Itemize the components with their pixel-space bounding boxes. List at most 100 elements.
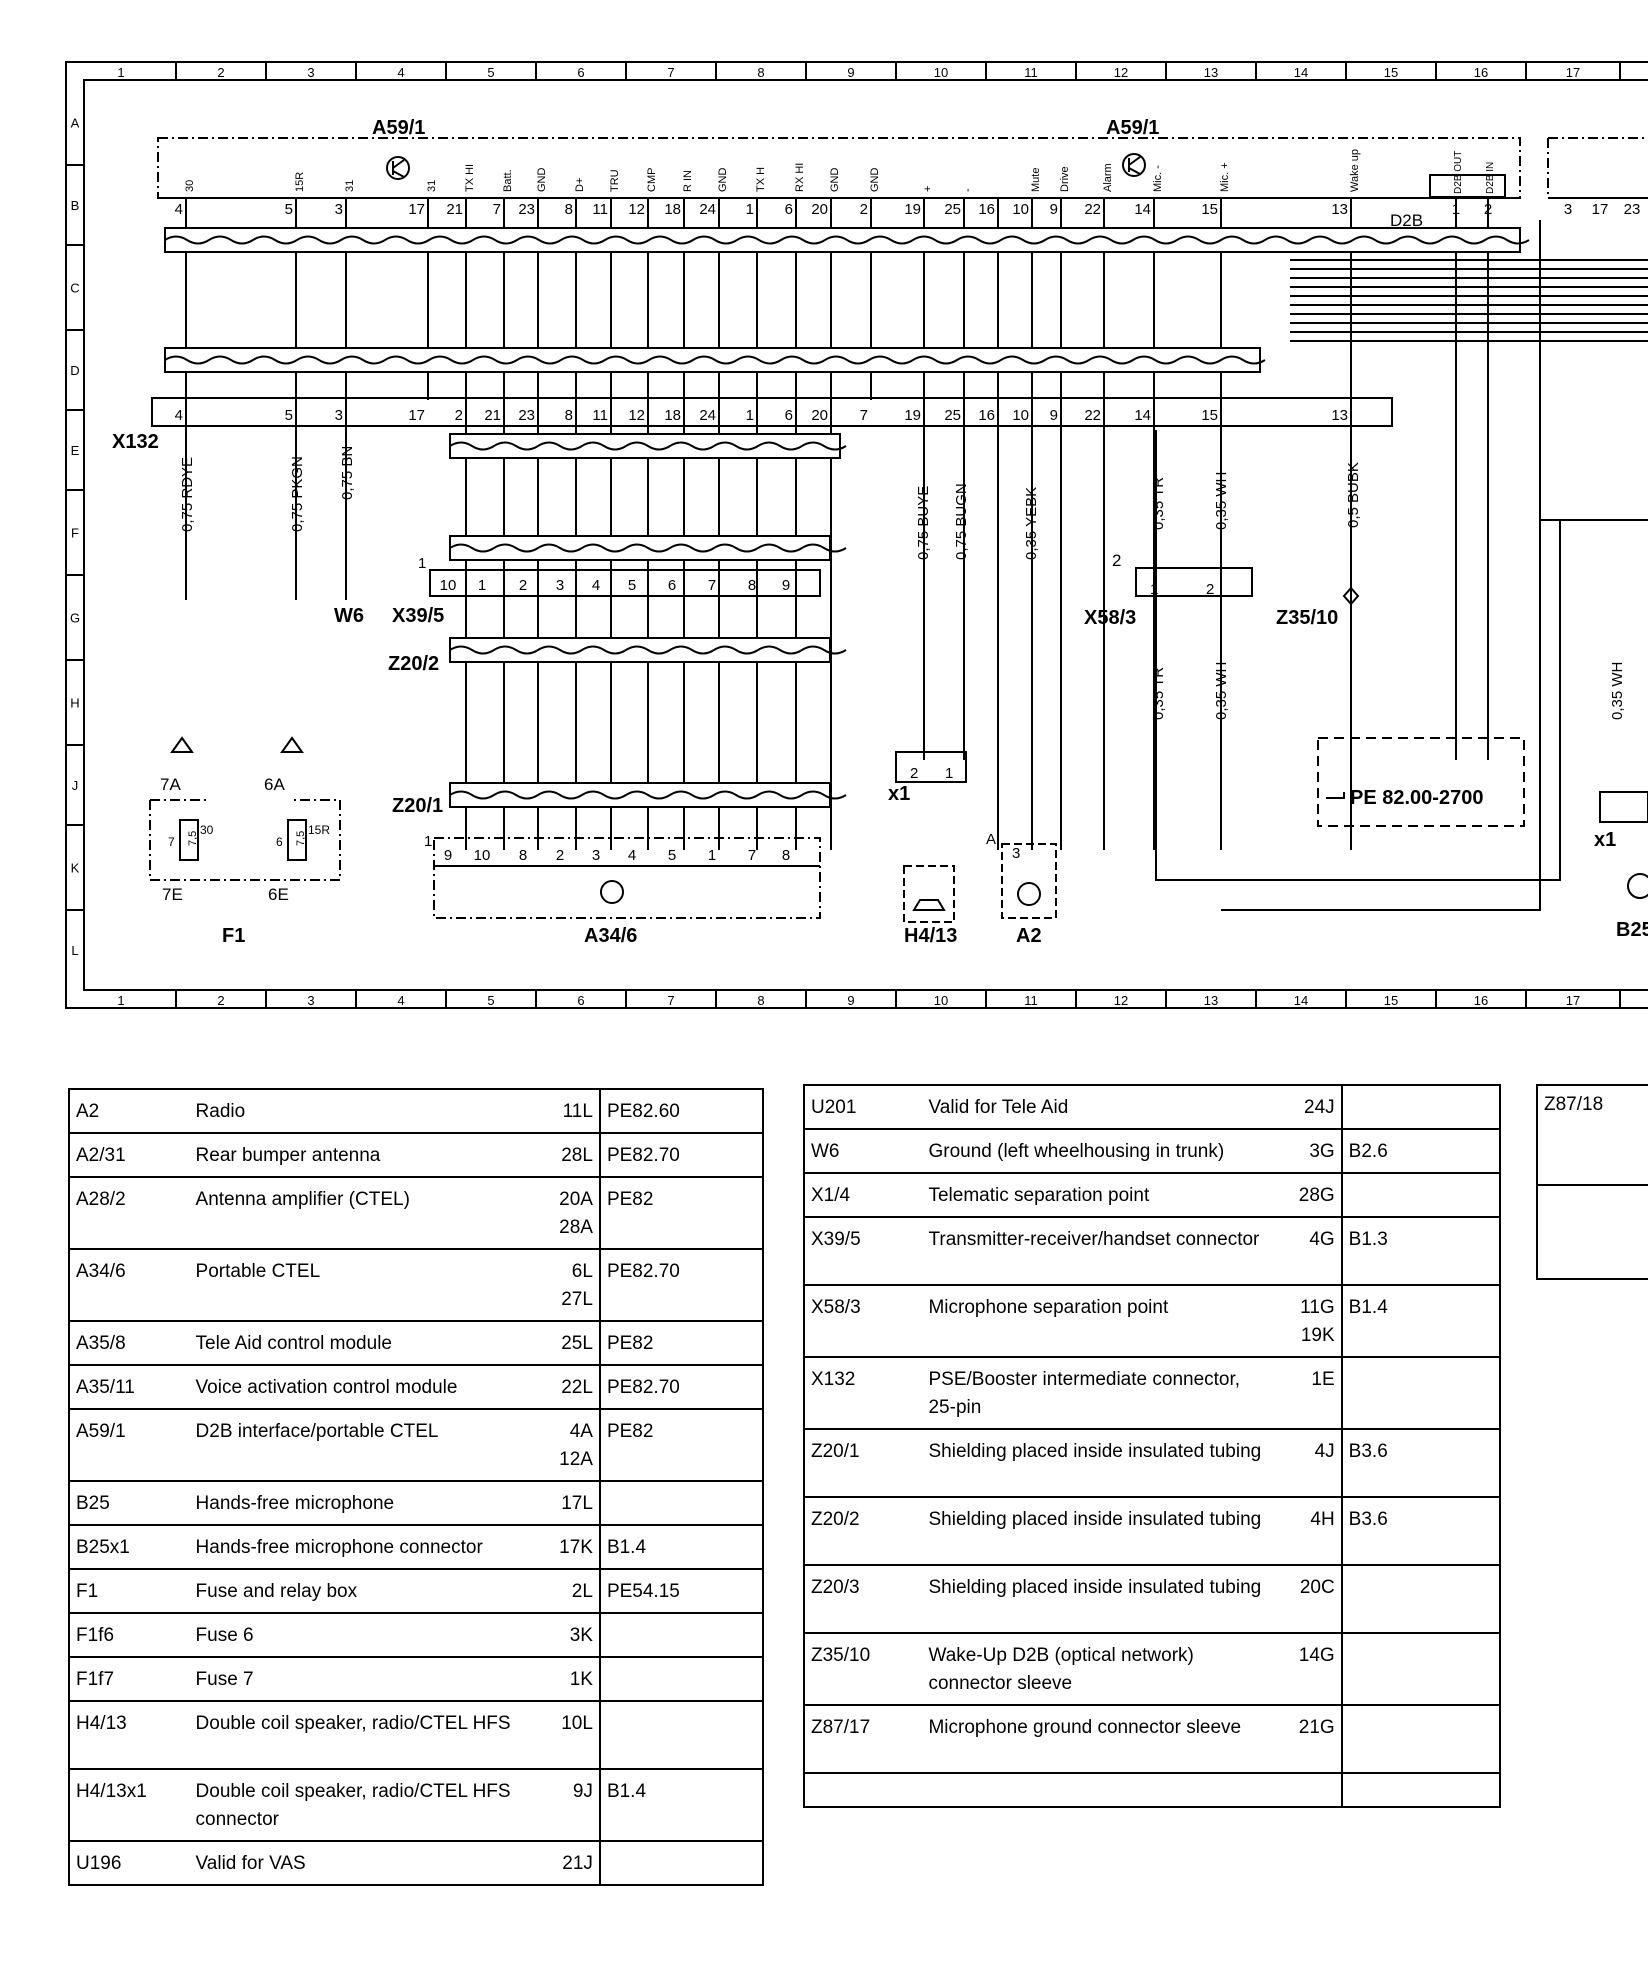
- a59-pin-label: 31: [344, 180, 356, 192]
- a59-pin-number: 8: [565, 201, 573, 218]
- d2b-pin-label: D2B OUT: [1453, 151, 1464, 194]
- row-ref: [599, 1841, 763, 1886]
- row-ref: PE82.60: [599, 1089, 763, 1134]
- a59-pin-label: GND: [829, 168, 841, 193]
- row-loc: 28L: [539, 1133, 601, 1178]
- fuse-terminal: 7A: [160, 775, 181, 794]
- x132-pin-number: 21: [484, 407, 501, 424]
- connector-pin: 2: [910, 765, 918, 782]
- diagram-frame: [65, 61, 1648, 1009]
- row-loc: 4H: [1273, 1497, 1343, 1566]
- connector-label-x1: x1: [1594, 829, 1616, 851]
- a59-pin-label: R IN: [682, 170, 694, 192]
- a59-pin-number: 10: [1012, 201, 1029, 218]
- connector-pin: 3: [1012, 845, 1020, 862]
- grid-row-label: F: [71, 526, 79, 541]
- row-ref: PE82.70: [599, 1249, 763, 1322]
- row-ref: [1341, 1173, 1500, 1218]
- row-ref: [1341, 1565, 1500, 1634]
- module-label-a59-1: A59/1: [372, 117, 425, 139]
- x39-pin-number: 1: [478, 577, 486, 594]
- x132-pin-number: 25: [944, 407, 961, 424]
- row-loc: 24J: [1273, 1085, 1343, 1130]
- grid-row-label: B: [71, 198, 80, 213]
- grid-col-label: 17: [1566, 65, 1580, 80]
- row-desc: Rear bumper antenna: [189, 1133, 540, 1178]
- row-loc: 6L 27L: [539, 1249, 601, 1322]
- grid-col-label: 14: [1294, 65, 1308, 80]
- connector-label-x39-5: X39/5: [392, 605, 444, 627]
- row-loc: 17L: [539, 1481, 601, 1526]
- a59-pin-number: 4: [175, 201, 183, 218]
- row-code: X132: [804, 1357, 923, 1430]
- a59-pin-number: 3: [335, 201, 343, 218]
- module-label-a2: A2: [1016, 925, 1042, 947]
- row-code: A35/8: [69, 1321, 190, 1366]
- a34-pin-number: 9: [444, 847, 452, 864]
- marker-label: 2: [1112, 551, 1121, 570]
- row-ref: [599, 1701, 763, 1770]
- a59-pin-number: 25: [944, 201, 961, 218]
- x132-pin-number: 14: [1134, 407, 1151, 424]
- row-loc: 3G: [1273, 1129, 1343, 1174]
- shield-label-z20-2: Z20/2: [388, 653, 439, 675]
- grid-labels: 1122334455667788991010111112121313141415…: [70, 65, 1580, 1008]
- row-code: H4/13x1: [69, 1769, 190, 1842]
- grid-col-label: 2: [217, 993, 224, 1008]
- x132-pin-number: 8: [565, 407, 573, 424]
- a59-pin-number: 2: [860, 201, 868, 218]
- wire-label: 0,35 TR: [1150, 477, 1167, 530]
- a59-pin-number: 9: [1050, 201, 1058, 218]
- row-code: A34/6: [69, 1249, 190, 1322]
- a34-pin-number: 1: [708, 847, 716, 864]
- row-code: X39/5: [804, 1217, 923, 1286]
- grid-row-label: G: [70, 611, 80, 626]
- wiring-diagram: 1122334455667788991010111112121313141415…: [65, 61, 1648, 1009]
- x132-pin-number: 5: [285, 407, 293, 424]
- x39-pin-number: 2: [519, 577, 527, 594]
- component-legend-table-3: Z87/18: [1536, 1084, 1648, 1280]
- a59-pin-label: D+: [574, 178, 586, 192]
- row-ref: PE54.15: [599, 1569, 763, 1614]
- row-loc: 2L: [539, 1569, 601, 1614]
- grid-col-label: 7: [667, 993, 674, 1008]
- row-ref: B1.4: [1341, 1285, 1500, 1358]
- row-code: A35/11: [69, 1365, 190, 1410]
- a34-pin-number: 3: [592, 847, 600, 864]
- row-desc: Fuse 6: [189, 1613, 540, 1658]
- row-code: X58/3: [804, 1285, 923, 1358]
- grid-col-label: 14: [1294, 993, 1308, 1008]
- x39-pin-number: 8: [748, 577, 756, 594]
- row-ref: B3.6: [1341, 1497, 1500, 1566]
- row-loc: 21J: [539, 1841, 601, 1886]
- grid-col-label: 13: [1204, 993, 1218, 1008]
- grid-col-label: 5: [487, 65, 494, 80]
- d2b-pin-number: 2: [1484, 201, 1492, 218]
- grid-col-label: 10: [934, 65, 948, 80]
- row-code: Z20/1: [804, 1429, 923, 1498]
- connector-label-x1: x1: [888, 783, 910, 805]
- row-code: [804, 1773, 923, 1808]
- grid-col-label: 5: [487, 993, 494, 1008]
- row-desc: Wake-Up D2B (optical network) connector …: [922, 1633, 1274, 1706]
- a59-pin-number: 17: [408, 201, 425, 218]
- grid-col-label: 9: [847, 993, 854, 1008]
- grid-col-label: 16: [1474, 65, 1488, 80]
- grid-row-label: D: [70, 363, 79, 378]
- x132-pin-number: 1: [746, 407, 754, 424]
- a34-pin-number: 5: [668, 847, 676, 864]
- grid-row-label: K: [71, 861, 80, 876]
- a59-pin-label: -: [962, 188, 974, 192]
- a59-pin-label: Alarm: [1102, 163, 1114, 192]
- row-ref: PE82.70: [599, 1365, 763, 1410]
- grid-col-label: 3: [307, 993, 314, 1008]
- grid-col-label: 6: [577, 993, 584, 1008]
- row-desc: Portable CTEL: [189, 1249, 540, 1322]
- wire-label: 0,35 WH: [1609, 662, 1626, 720]
